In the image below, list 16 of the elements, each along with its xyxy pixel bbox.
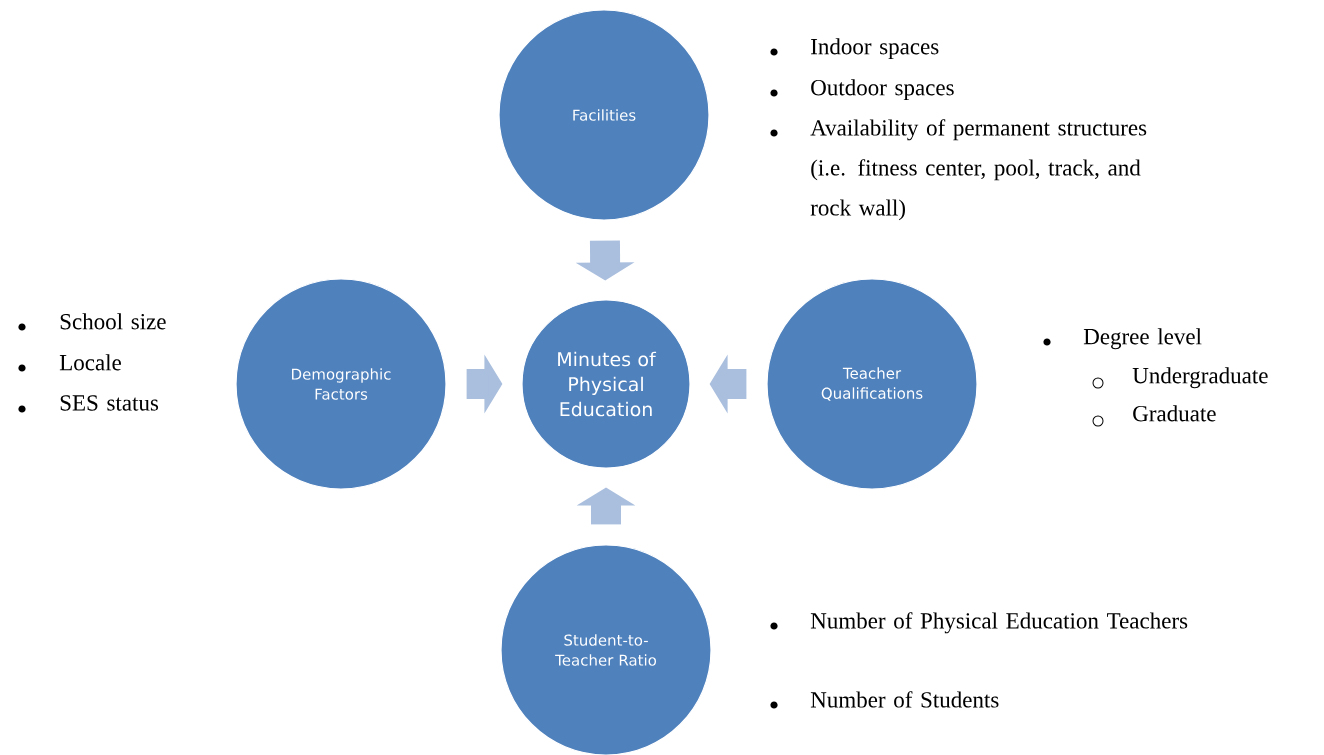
bullet-text: Graduate xyxy=(1133,405,1216,422)
circle-node: Student-to-Teacher Ratio xyxy=(500,544,712,755)
bullet-text: Indoor spaces xyxy=(811,38,939,60)
circle-node: Demographic Factors xyxy=(235,278,447,490)
bullet-text: Outdoor spaces xyxy=(811,79,954,101)
bullet-text: Number of Students xyxy=(810,691,999,708)
circle-node: Facilities xyxy=(498,9,710,221)
bullet-text: School size xyxy=(60,313,166,330)
bullet-text: Availability of permanent structures (i.e. fitness center, pool, track, and rock wall) xyxy=(810,119,1147,221)
bullet-text: SES status xyxy=(60,395,159,411)
bullet-text: Number of Physical Education Teachers xyxy=(810,612,1188,634)
circle-node: Minutes of Physical Education xyxy=(521,299,691,469)
circle-node: Teacher Qualifications xyxy=(766,278,978,490)
bullet-text: Locale xyxy=(59,354,121,371)
bullet-text: Undergraduate xyxy=(1132,367,1268,389)
bullet-text: Degree level xyxy=(1083,328,1202,350)
